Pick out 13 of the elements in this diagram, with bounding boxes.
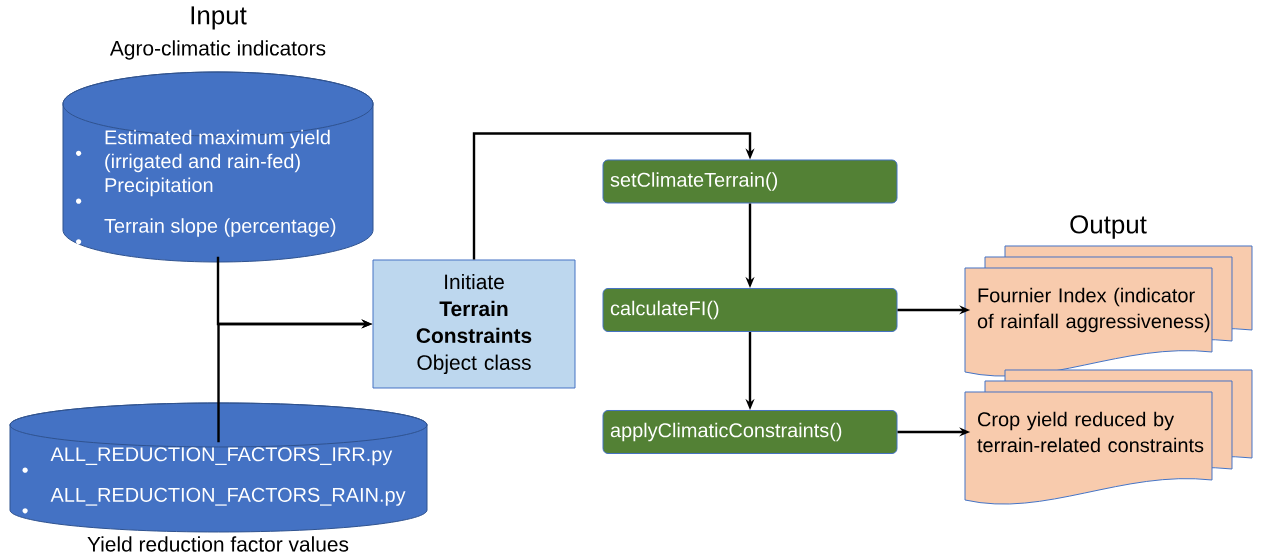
method-box: applyClimaticConstraints() <box>602 410 898 454</box>
node-label: Input <box>191 6 247 30</box>
node-label: Fournier Index (indicator of rainfall aggressiveness) <box>977 287 1210 333</box>
document-stack: Crop yield reduced by terrain-related constraints <box>964 369 1253 505</box>
method-box: calculateFI() <box>602 288 898 332</box>
node-label: Yield reduction factor values <box>87 536 349 552</box>
node-label: Agro-climatic indicators <box>109 40 326 60</box>
document-stack: Fournier Index (indicator of rainfall aggressiveness) <box>964 245 1253 377</box>
method-box: setClimateTerrain() <box>602 159 898 204</box>
arrow <box>472 132 755 260</box>
database-cylinder: Input Agro-climatic indicators Estimated maximum yield (irrigated and rain-fed) Precipitation Terrain slope (percentage) <box>62 6 374 263</box>
process-box: Initiate Terrain Constraints Object class <box>372 259 576 389</box>
database-cylinder: ALL_REDUCTION_FACTORS_IRR.py ALL_REDUCTION_FACTORS_RAIN.py Yield reduction factor values <box>9 402 428 552</box>
